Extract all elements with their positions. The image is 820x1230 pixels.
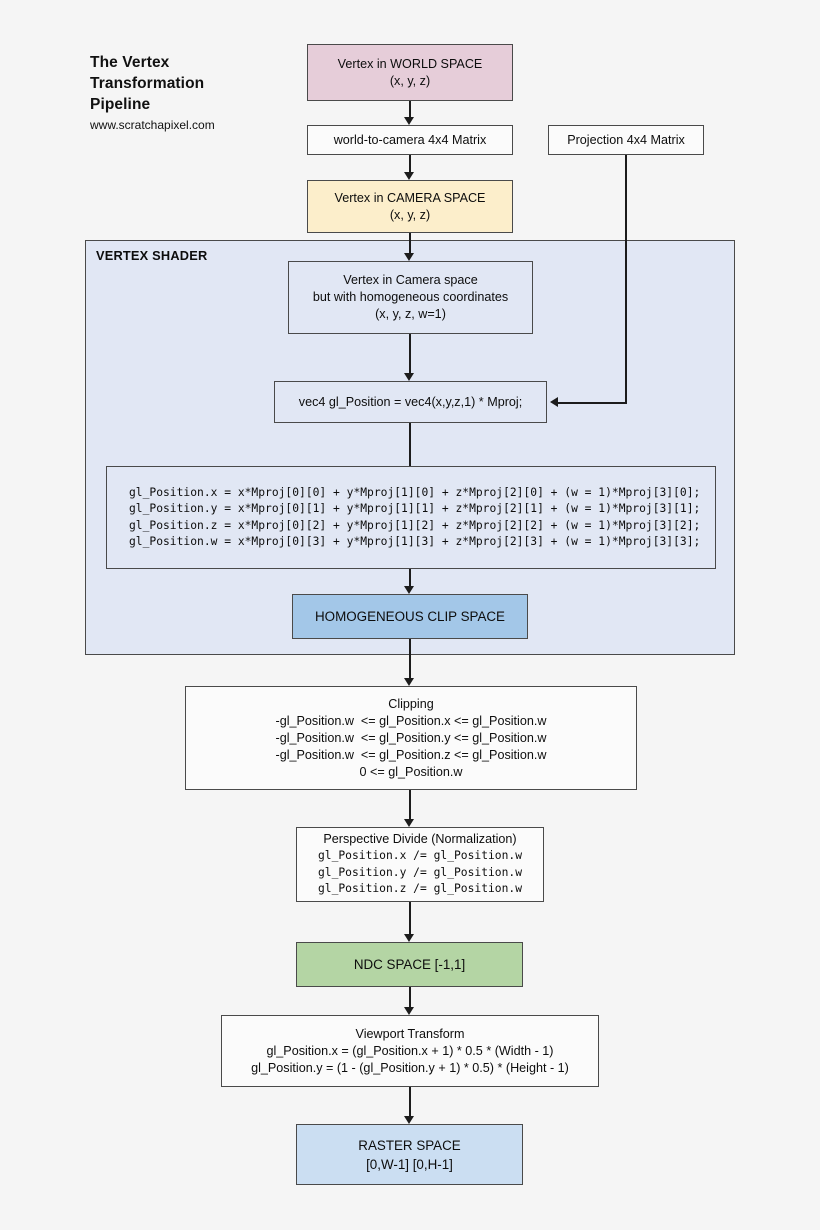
site-url: www.scratchapixel.com [90,118,215,132]
node-homogeneous-clip-space: HOMOGENEOUS CLIP SPACE [292,594,528,639]
edge-world-to-matrix [409,101,411,118]
page-title: The Vertex Transformation Pipeline www.s… [90,52,300,133]
edge-homogeneous-to-assignment [409,334,411,373]
node-camera-space-line-2: (x, y, z) [389,207,431,222]
arrowhead-ndc-to-viewport [404,1007,415,1015]
arrowhead-projection-to-assignment [550,397,558,407]
arrowhead-camera-to-homogeneous [404,253,415,261]
node-ndc-space: NDC SPACE [-1,1] [296,942,523,987]
node-clipping-line-2: -gl_Position.w <= gl_Position.x <= gl_Po… [275,713,547,728]
node-viewport-transform-title: Viewport Transform [355,1026,465,1041]
node-homogeneous-vertex-line-2: but with homogeneous coordinates [312,290,509,304]
node-clipping-line-5: 0 <= gl_Position.w [359,764,463,779]
node-world-to-camera-matrix-label: world-to-camera 4x4 Matrix [333,132,487,147]
code-line-2: gl_Position.y = x*Mproj[0][1] + y*Mproj[… [129,502,701,515]
node-perspective-divide: Perspective Divide (Normalization) gl_Po… [296,827,544,902]
code-line-3: gl_Position.z = x*Mproj[0][2] + y*Mproj[… [129,518,701,532]
edge-divide-to-ndc [409,902,411,934]
code-line-4: gl_Position.w = x*Mproj[0][3] + y*Mproj[… [129,535,701,548]
node-clipping: Clipping -gl_Position.w <= gl_Position.x… [185,686,637,790]
node-ndc-space-label: NDC SPACE [-1,1] [353,957,466,972]
arrowhead-clip-space-to-clipping [404,678,415,686]
arrowhead-matrix-to-camera [404,172,415,180]
edge-assignment-to-code [409,423,411,466]
node-clipping-line-1: Clipping [388,696,434,711]
edge-camera-to-homogeneous [409,233,411,253]
node-camera-space-line-1: Vertex in CAMERA SPACE [334,190,486,205]
node-camera-space: Vertex in CAMERA SPACE (x, y, z) [307,180,513,233]
title-line-2: Transformation [90,75,205,92]
node-homogeneous-clip-space-label: HOMOGENEOUS CLIP SPACE [315,609,505,624]
node-homogeneous-vertex-line-1: Vertex in Camera space [343,273,478,287]
edge-clipping-to-divide [409,790,411,819]
node-homogeneous-vertex: Vertex in Camera space but with homogene… [288,261,533,334]
node-viewport-transform-line-2: gl_Position.x = (gl_Position.x + 1) * 0.… [266,1043,554,1058]
node-world-to-camera-matrix: world-to-camera 4x4 Matrix [307,125,513,155]
node-clipping-line-4: -gl_Position.w <= gl_Position.z <= gl_Po… [275,747,547,762]
arrowhead-viewport-to-raster [404,1116,415,1124]
node-projection-matrix-label: Projection 4x4 Matrix [567,132,685,147]
edge-code-to-clip-space [409,569,411,586]
node-perspective-divide-line-3: gl_Position.y /= gl_Position.w [317,865,523,879]
node-gl-position-assignment-label: vec4 gl_Position = vec4(x,y,z,1) * Mproj… [298,394,523,409]
edge-clip-space-to-clipping [409,639,411,678]
node-world-space: Vertex in WORLD SPACE (x, y, z) [307,44,513,101]
node-perspective-divide-title: Perspective Divide (Normalization) [323,832,517,847]
edge-ndc-to-viewport [409,987,411,1007]
node-raster-space-line-1: RASTER SPACE [358,1137,461,1153]
node-perspective-divide-line-2: gl_Position.x /= gl_Position.w [317,849,523,863]
node-world-space-line-2: (x, y, z) [389,73,431,88]
node-homogeneous-vertex-line-3: (x, y, z, w=1) [375,307,446,321]
node-gl-position-assignment: vec4 gl_Position = vec4(x,y,z,1) * Mproj… [274,381,547,423]
vertex-shader-label: VERTEX SHADER [96,248,208,263]
node-world-space-line-1: Vertex in WORLD SPACE [337,56,483,71]
code-line-1: gl_Position.x = x*Mproj[0][0] + y*Mproj[… [129,485,701,499]
node-viewport-transform: Viewport Transform gl_Position.x = (gl_P… [221,1015,599,1087]
edge-projection-horizontal [558,402,626,404]
edge-viewport-to-raster [409,1087,411,1116]
arrowhead-homogeneous-to-assignment [404,373,415,381]
title-line-3: Pipeline [90,96,151,113]
edge-matrix-to-camera [409,155,411,172]
arrowhead-clipping-to-divide [404,819,415,827]
node-perspective-divide-line-4: gl_Position.z /= gl_Position.w [317,882,523,896]
arrowhead-world-to-matrix [404,117,415,125]
node-clipping-line-3: -gl_Position.w <= gl_Position.y <= gl_Po… [275,730,547,745]
title-line-1: The Vertex [90,54,170,71]
node-viewport-transform-line-3: gl_Position.y = (1 - (gl_Position.y + 1)… [251,1060,569,1075]
node-matrix-expansion-code: gl_Position.x = x*Mproj[0][0] + y*Mproj[… [106,466,716,569]
arrowhead-code-to-clip-space [404,586,415,594]
node-projection-matrix: Projection 4x4 Matrix [548,125,704,155]
node-raster-space: RASTER SPACE [0,W-1] [0,H-1] [296,1124,523,1185]
edge-projection-vertical [625,155,627,404]
arrowhead-divide-to-ndc [404,934,415,942]
node-raster-space-line-2: [0,W-1] [0,H-1] [366,1156,453,1172]
